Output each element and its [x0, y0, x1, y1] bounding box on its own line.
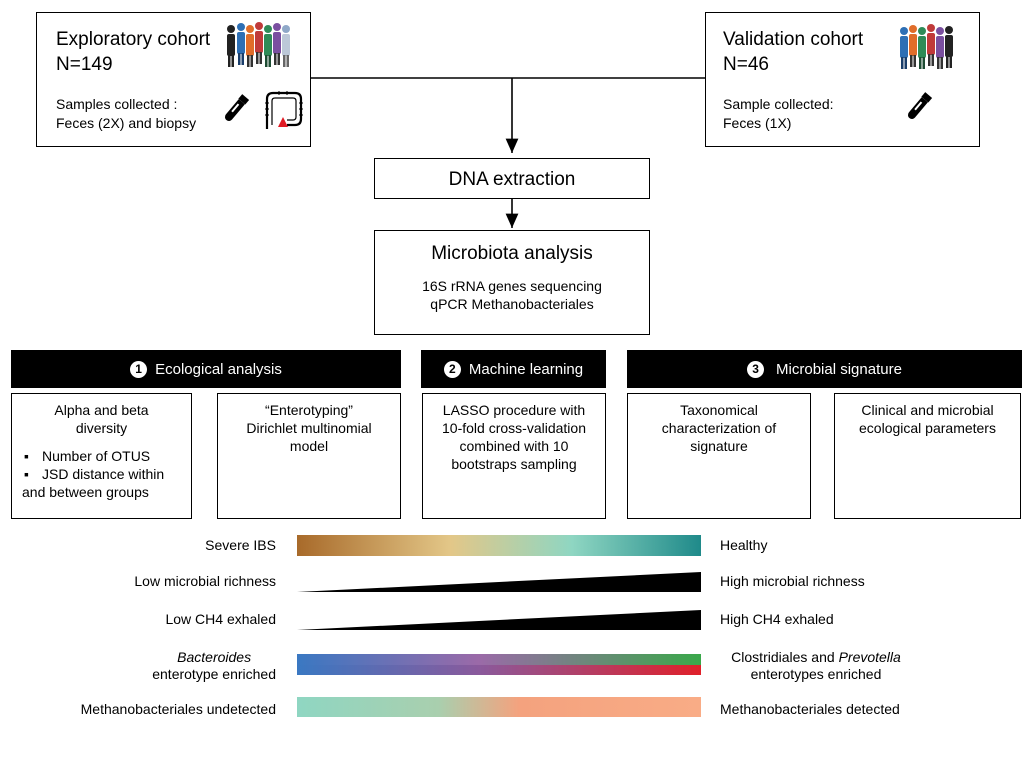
lasso-line3: combined with 10 [459, 438, 569, 454]
label-healthy: Healthy [720, 537, 768, 553]
label-methanobacteriales-undetected: Methanobacteriales undetected [80, 701, 276, 717]
microbiota-analysis-box: Microbiota analysis 16S rRNA genes seque… [374, 230, 650, 335]
clinical-parameters-box: Clinical and microbial ecological parame… [834, 393, 1021, 519]
dna-extraction-label: DNA extraction [448, 169, 576, 190]
taxonomical-line3: signature [690, 438, 748, 454]
label-prevotella: Prevotella [838, 649, 901, 665]
section-label-microbial-signature: Microbial signature [776, 360, 902, 378]
microbiota-analysis-line1: 16S rRNA genes sequencing [422, 278, 602, 294]
lasso-line2: 10-fold cross-validation [442, 420, 586, 436]
enterotype-bar-bottom [297, 665, 701, 675]
section-label-ecological-analysis: Ecological analysis [155, 360, 282, 378]
microbiota-analysis-line2: qPCR Methanobacteriales [430, 296, 594, 312]
label-clostridiales-prevotella-enterotypes: Clostridiales and Prevotella enterotypes… [721, 649, 911, 683]
exploratory-cohort-title: Exploratory cohort [56, 29, 211, 50]
colon-icon [265, 91, 303, 129]
validation-samples-label: Sample collected: [723, 96, 834, 112]
alpha-beta-diversity-box: Alpha and beta diversity Number of OTUS … [11, 393, 192, 519]
label-methanobacteriales-detected: Methanobacteriales detected [720, 701, 900, 717]
methanobacteriales-gradient-bar [297, 697, 701, 717]
exploratory-samples-value: Feces (2X) and biopsy [56, 115, 197, 131]
people-group-icon [227, 22, 290, 67]
taxonomical-characterization-box: Taxonomical characterization of signatur… [627, 393, 811, 519]
enterotyping-line2: Dirichlet multinomial [246, 420, 372, 436]
validation-cohort-box: Validation cohort N=46 Sample collected:… [705, 12, 980, 147]
label-low-microbial-richness: Low microbial richness [134, 573, 276, 589]
bullet-number-of-otus: Number of OTUS [22, 447, 191, 465]
label-enterotype-enriched-left: enterotype enriched [152, 666, 276, 682]
microbiota-analysis-title: Microbiota analysis [431, 243, 593, 264]
number-badge-1: 1 [130, 360, 148, 378]
enterotype-bar-top [297, 654, 701, 665]
number-badge-2: 2 [443, 360, 461, 378]
section-header-microbial-signature: 3 Microbial signature [627, 350, 1022, 388]
label-low-ch4-exhaled: Low CH4 exhaled [165, 611, 276, 627]
exploratory-cohort-box: Exploratory cohort N=149 Samples collect… [36, 12, 311, 147]
people-group-icon [900, 24, 953, 69]
label-clostridiales-prevotella-line: Clostridiales and Prevotella [721, 649, 911, 666]
taxonomical-line1: Taxonomical [680, 402, 758, 418]
enterotyping-box: “Enterotyping” Dirichlet multinomial mod… [217, 393, 401, 519]
exploratory-samples-label: Samples collected : [56, 96, 178, 112]
lasso-line4: bootstraps sampling [451, 456, 577, 472]
richness-wedge [297, 572, 701, 592]
validation-samples-value: Feces (1X) [723, 115, 792, 131]
section-header-machine-learning: 2 Machine learning [421, 350, 606, 388]
enterotyping-line3: model [289, 438, 329, 454]
taxonomical-line2: characterization of [661, 420, 777, 436]
lasso-line1: LASSO procedure with [442, 402, 586, 418]
label-bacteroides-enterotype: Bacteroides enterotype enriched [152, 649, 276, 683]
enterotyping-line1: “Enterotyping” [265, 402, 353, 418]
clinical-line2: ecological parameters [859, 420, 996, 436]
bullet-jsd-distance-continued: and between groups [22, 484, 149, 500]
clinical-line1: Clinical and microbial [861, 402, 994, 418]
label-high-microbial-richness: High microbial richness [720, 573, 865, 589]
label-enterotypes-enriched-right: enterotypes enriched [750, 666, 882, 682]
label-high-ch4-exhaled: High CH4 exhaled [720, 611, 834, 627]
alpha-beta-bullet-list: Number of OTUS JSD distance within and b… [12, 447, 191, 501]
exploratory-cohort-n: N=149 [56, 54, 113, 75]
section-header-ecological-analysis: 1 Ecological analysis [11, 350, 401, 388]
dna-extraction-box: DNA extraction [374, 158, 650, 199]
label-clostridiales: Clostridiales and [731, 649, 839, 665]
sample-tube-icon [907, 92, 933, 119]
connector-lines [310, 77, 706, 228]
validation-cohort-n: N=46 [723, 54, 769, 75]
label-bacteroides: Bacteroides [177, 649, 252, 665]
label-severe-ibs: Severe IBS [205, 537, 276, 553]
ch4-wedge [297, 610, 701, 630]
alpha-beta-title-line2: diversity [75, 420, 128, 436]
alpha-beta-title-line1: Alpha and beta [54, 402, 149, 418]
bullet-jsd-distance: JSD distance within [22, 465, 191, 483]
sample-tube-icon [224, 94, 250, 121]
section-label-machine-learning: Machine learning [468, 360, 584, 378]
validation-cohort-title: Validation cohort [723, 29, 864, 50]
ibs-gradient-bar [297, 535, 701, 556]
lasso-procedure-box: LASSO procedure with 10-fold cross-valid… [422, 393, 606, 519]
number-badge-3: 3 [747, 360, 765, 378]
